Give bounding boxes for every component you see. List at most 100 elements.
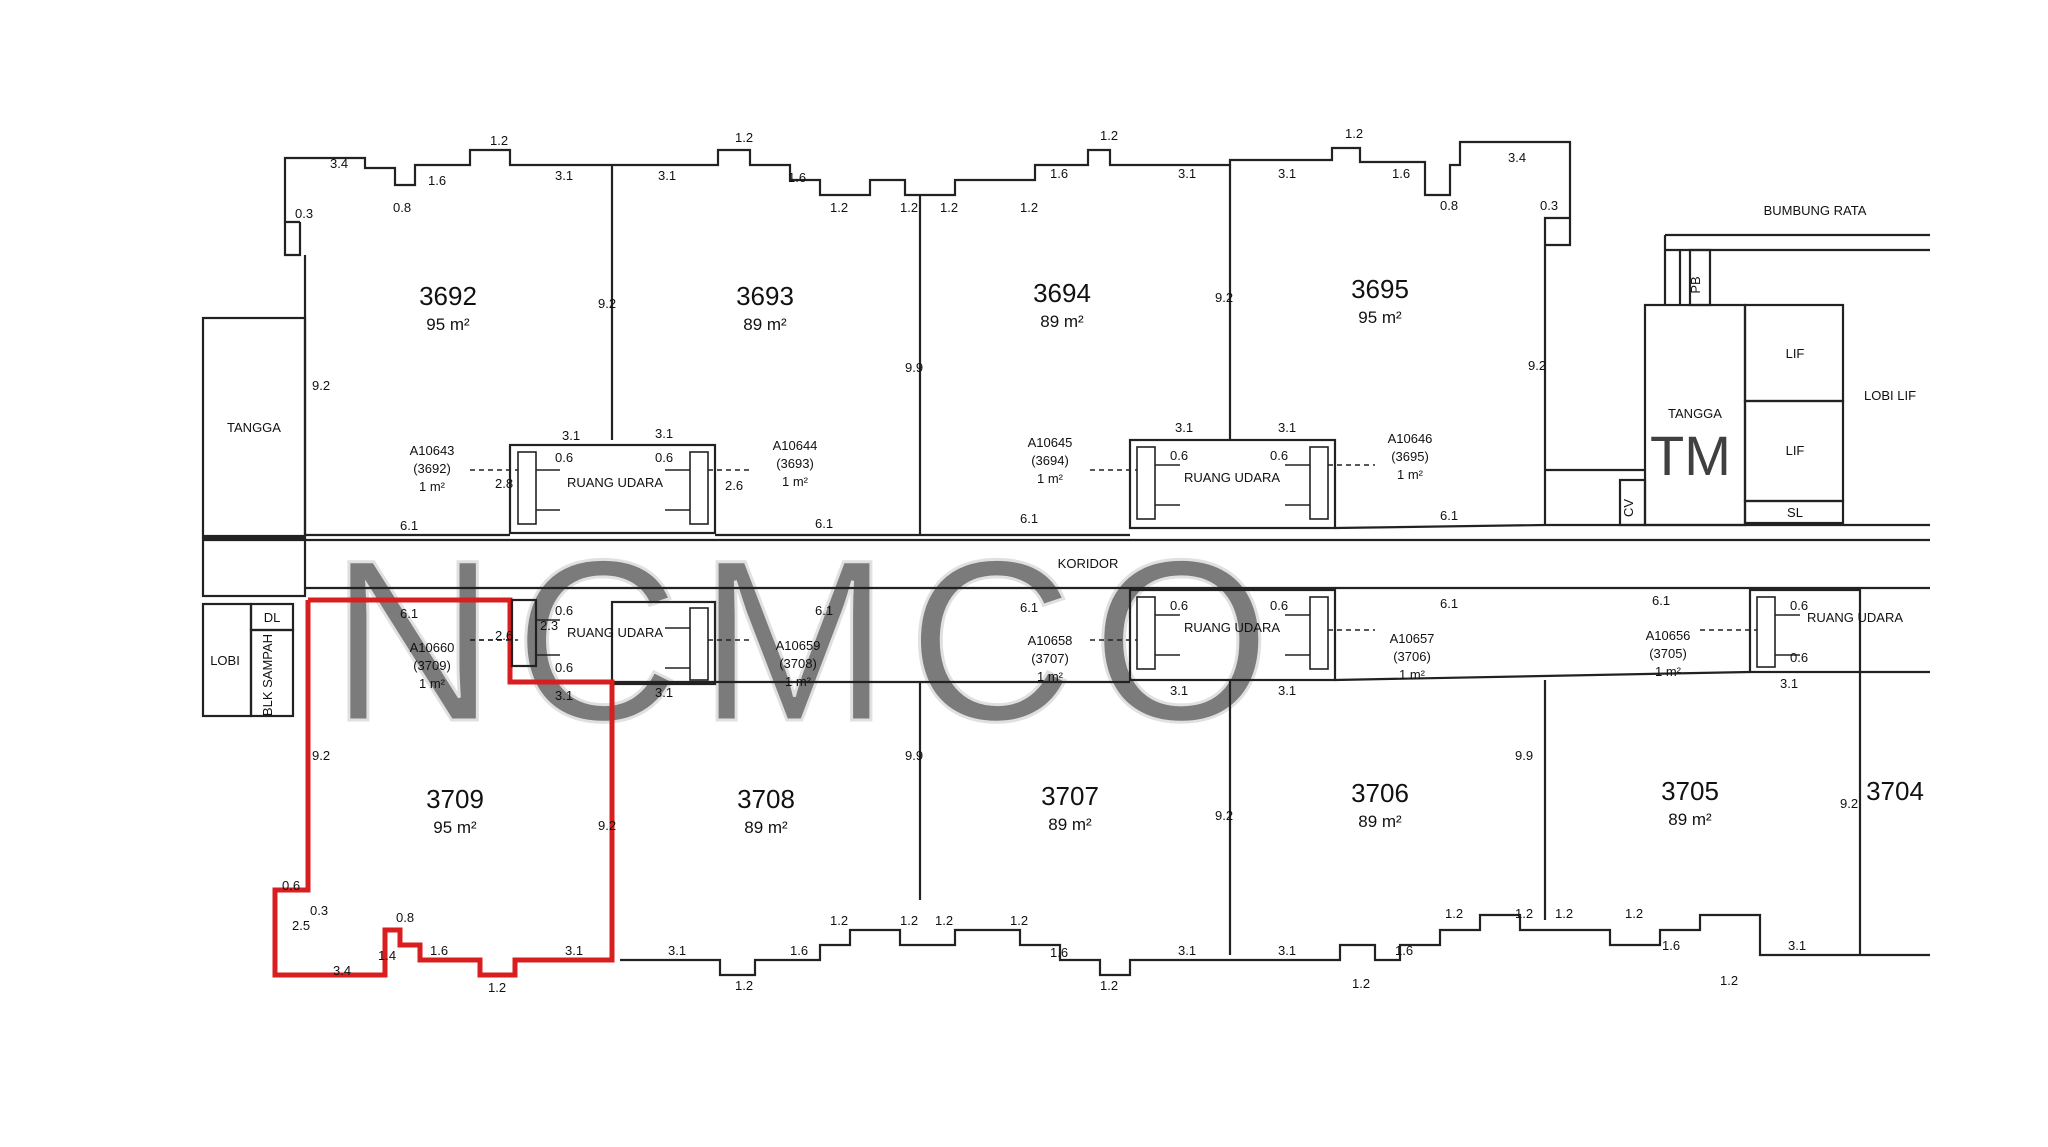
svg-text:3.1: 3.1 <box>1178 943 1196 958</box>
svg-text:1 m²: 1 m² <box>1399 667 1426 682</box>
air-well-label: RUANG UDARA <box>567 475 663 490</box>
svg-text:0.8: 0.8 <box>396 910 414 925</box>
air-well-label: RUANG UDARA <box>1184 620 1280 635</box>
svg-text:A10657: A10657 <box>1390 631 1435 646</box>
stair-label-right: TANGGA <box>1668 406 1722 421</box>
svg-text:1.6: 1.6 <box>1662 938 1680 953</box>
svg-text:0.6: 0.6 <box>1170 598 1188 613</box>
svg-text:(3708): (3708) <box>779 656 817 671</box>
svg-text:0.8: 0.8 <box>1440 198 1458 213</box>
unit-area: 89 m² <box>744 818 788 837</box>
corridor <box>203 538 1930 590</box>
svg-text:1.2: 1.2 <box>1020 200 1038 215</box>
svg-text:1.6: 1.6 <box>790 943 808 958</box>
svg-text:1.2: 1.2 <box>1515 906 1533 921</box>
svg-text:0.8: 0.8 <box>393 200 411 215</box>
svg-text:(3692): (3692) <box>413 461 451 476</box>
svg-text:(3695): (3695) <box>1391 449 1429 464</box>
corridor-label: KORIDOR <box>1058 556 1119 571</box>
svg-text:3.1: 3.1 <box>1278 420 1296 435</box>
unit-area: 95 m² <box>433 818 477 837</box>
svg-text:9.2: 9.2 <box>312 748 330 763</box>
pb-label: PB <box>1688 276 1703 293</box>
svg-text:1.6: 1.6 <box>1050 945 1068 960</box>
svg-text:0.6: 0.6 <box>1170 448 1188 463</box>
svg-text:1 m²: 1 m² <box>419 676 446 691</box>
svg-text:9.9: 9.9 <box>905 360 923 375</box>
svg-text:3.1: 3.1 <box>1278 943 1296 958</box>
unit-3695: 3695 95 m² <box>1351 274 1409 327</box>
svg-text:1 m²: 1 m² <box>782 474 809 489</box>
svg-text:A10646: A10646 <box>1388 431 1433 446</box>
svg-text:A10659: A10659 <box>776 638 821 653</box>
unit-3709-boundary <box>272 597 615 978</box>
unit-area: 89 m² <box>1358 812 1402 831</box>
svg-text:9.2: 9.2 <box>598 818 616 833</box>
svg-text:6.1: 6.1 <box>1652 593 1670 608</box>
svg-text:2.6: 2.6 <box>725 478 743 493</box>
svg-text:1.2: 1.2 <box>830 200 848 215</box>
unit-3706: 3706 89 m² <box>1351 778 1409 831</box>
svg-text:3.1: 3.1 <box>658 168 676 183</box>
watermark: NCMCO TM <box>329 424 1731 771</box>
svg-text:A10658: A10658 <box>1028 633 1073 648</box>
svg-text:3.1: 3.1 <box>1278 683 1296 698</box>
svg-text:1 m²: 1 m² <box>1037 471 1064 486</box>
svg-text:0.6: 0.6 <box>1790 598 1808 613</box>
svg-text:6.1: 6.1 <box>1020 600 1038 615</box>
svg-text:2.6: 2.6 <box>495 628 513 643</box>
flat-roof-label: BUMBUNG RATA <box>1764 203 1867 218</box>
svg-text:3.1: 3.1 <box>1780 676 1798 691</box>
svg-text:9.2: 9.2 <box>1215 290 1233 305</box>
svg-text:1.6: 1.6 <box>428 173 446 188</box>
ledge-A10657: A10657 (3706) 1 m² <box>1390 631 1435 682</box>
unit-3694: 3694 89 m² <box>1033 278 1091 331</box>
unit-area: 89 m² <box>1048 815 1092 834</box>
dl-label: DL <box>264 610 281 625</box>
unit-number: 3693 <box>736 281 794 311</box>
refuse-label: BLK SAMPAH <box>260 634 275 716</box>
svg-text:1.2: 1.2 <box>1100 128 1118 143</box>
svg-text:3.4: 3.4 <box>333 963 351 978</box>
unit-number: 3707 <box>1041 781 1099 811</box>
svg-text:(3705): (3705) <box>1649 646 1687 661</box>
svg-text:0.6: 0.6 <box>1270 448 1288 463</box>
svg-text:0.6: 0.6 <box>655 450 673 465</box>
air-well-top-right <box>1128 438 1337 530</box>
svg-text:3.1: 3.1 <box>655 685 673 700</box>
svg-text:6.1: 6.1 <box>1440 508 1458 523</box>
svg-text:(3707): (3707) <box>1031 651 1069 666</box>
dimensions-top: 3.4 1.2 1.6 0.8 0.3 3.1 3.1 1.2 1.6 1.2 … <box>295 126 1558 533</box>
svg-text:3.1: 3.1 <box>555 688 573 703</box>
unit-number: 3704 <box>1866 776 1924 806</box>
svg-text:1.2: 1.2 <box>490 133 508 148</box>
svg-text:A10645: A10645 <box>1028 435 1073 450</box>
stair-label-left: TANGGA <box>227 420 281 435</box>
svg-text:1.2: 1.2 <box>735 978 753 993</box>
svg-text:3.1: 3.1 <box>562 428 580 443</box>
unit-3708: 3708 89 m² <box>737 784 795 837</box>
lift-label-2: LIF <box>1786 443 1805 458</box>
svg-text:1 m²: 1 m² <box>1655 664 1682 679</box>
ledge-connectors-top <box>470 464 1375 471</box>
svg-text:1.6: 1.6 <box>788 170 806 185</box>
svg-text:1.2: 1.2 <box>935 913 953 928</box>
unit-number: 3708 <box>737 784 795 814</box>
svg-text:1.2: 1.2 <box>940 200 958 215</box>
svg-text:0.6: 0.6 <box>1790 650 1808 665</box>
unit-area: 95 m² <box>426 315 470 334</box>
dimensions-bottom: 6.1 6.1 6.1 6.1 6.1 3.1 3.1 3.1 3.1 3.1 … <box>282 593 1858 995</box>
svg-text:1.2: 1.2 <box>1625 906 1643 921</box>
svg-text:3.1: 3.1 <box>668 943 686 958</box>
watermark-text: NCMCO <box>330 512 1289 769</box>
ledge-A10659: A10659 (3708) 1 m² <box>776 638 821 689</box>
ledge-A10646: A10646 (3695) 1 m² <box>1388 431 1433 482</box>
svg-text:6.1: 6.1 <box>400 518 418 533</box>
svg-text:1 m²: 1 m² <box>419 479 446 494</box>
svg-text:1.2: 1.2 <box>900 200 918 215</box>
svg-text:1.2: 1.2 <box>830 913 848 928</box>
svg-text:0.6: 0.6 <box>555 603 573 618</box>
unit-number: 3694 <box>1033 278 1091 308</box>
svg-text:1.6: 1.6 <box>430 943 448 958</box>
svg-text:3.1: 3.1 <box>1170 683 1188 698</box>
